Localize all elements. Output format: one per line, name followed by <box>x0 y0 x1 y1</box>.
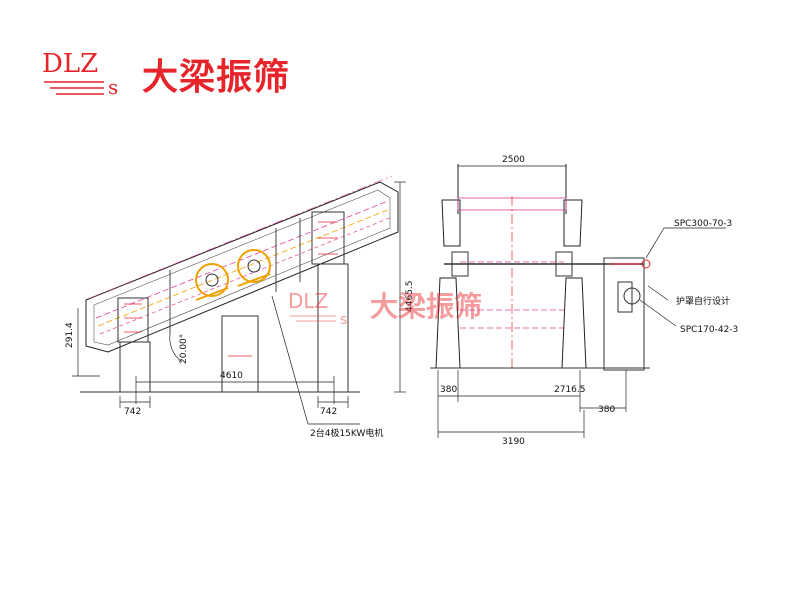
right-side-plate <box>563 199 583 247</box>
dim-bearing-span: 2716.5 <box>554 385 586 395</box>
vibrator-motor-2 <box>237 249 271 283</box>
watermark-letters: DLZ <box>288 289 328 313</box>
label-guard: 护罩自行设计 <box>676 295 730 307</box>
vibrator-motor-1 <box>195 263 229 297</box>
dim-left-offset: 380 <box>440 385 457 395</box>
center-watermark: DLZ s 大梁振筛 <box>288 289 482 328</box>
label-spc-top: SPC300-70-3 <box>674 219 732 229</box>
right-pedestal <box>317 263 349 393</box>
dim-angle: 20.00° <box>179 334 189 364</box>
dim-right-offset: 380 <box>598 405 615 415</box>
dim-length: 4610 <box>220 371 243 381</box>
dim-left-support: 742 <box>124 407 141 417</box>
watermark-sub-letter: s <box>340 312 347 328</box>
front-view-dimensions <box>437 165 726 438</box>
dim-height: 4465.5 <box>405 281 415 313</box>
dim-inlet-height: 291.4 <box>65 322 75 348</box>
left-pedestal <box>119 341 151 393</box>
motor-unit <box>603 257 645 371</box>
logo-sub-letter: s <box>108 75 118 99</box>
dlzs-logo-mark: DLZ s <box>42 49 118 99</box>
watermark-brand: 大梁振筛 <box>370 290 482 323</box>
side-view <box>80 175 399 393</box>
logo-letters: DLZ <box>42 49 98 79</box>
screen-deck-2 <box>97 208 391 327</box>
motor-label: 2台4极15KW电机 <box>310 427 383 439</box>
screen-box-inner <box>93 189 391 346</box>
screen-deck-1 <box>95 200 389 319</box>
dim-right-support: 742 <box>320 407 337 417</box>
left-side-plate <box>441 199 461 247</box>
dim-top-width: 2500 <box>502 155 525 165</box>
screen-deck-3 <box>99 216 393 335</box>
screen-box-outline <box>85 181 399 353</box>
label-spc-bottom: SPC170-42-3 <box>680 325 738 335</box>
front-view <box>430 164 651 371</box>
right-support-leg <box>561 277 587 369</box>
logo-brand-text: 大梁振筛 <box>142 57 291 98</box>
side-view-dimensions <box>72 181 406 425</box>
dim-total-width: 3190 <box>502 437 525 447</box>
brand-logo: DLZ s 大梁振筛 <box>42 42 312 102</box>
left-spring-group <box>117 297 149 343</box>
